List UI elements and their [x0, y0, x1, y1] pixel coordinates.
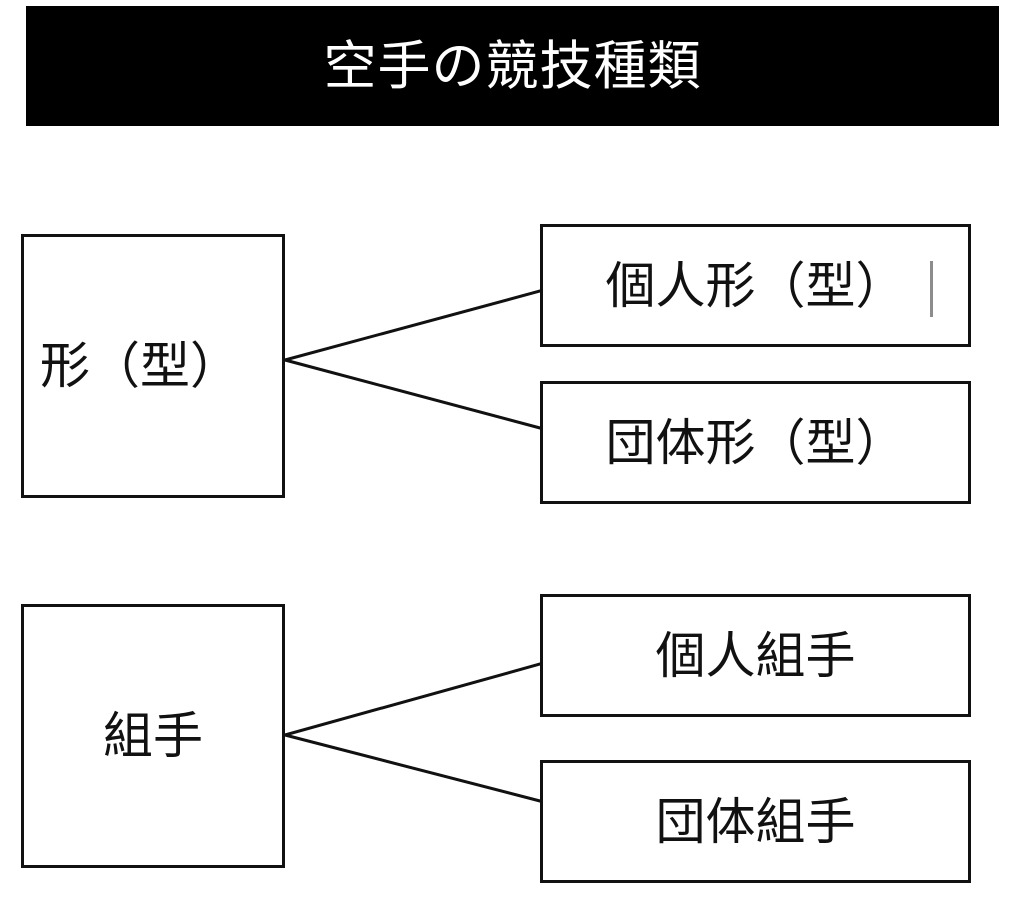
node-kumite[interactable]: 組手	[21, 604, 285, 868]
connector-kumite-to-dantai	[283, 733, 542, 803]
page-title: 空手の競技種類	[323, 35, 702, 97]
node-kumite-label: 組手	[103, 707, 203, 765]
node-kojin-kumite[interactable]: 個人組手	[540, 594, 971, 717]
node-kojin-kata-label: 個人形（型）	[605, 256, 906, 315]
node-dantai-kata[interactable]: 団体形（型）	[540, 381, 971, 504]
connector-kata-to-dantai	[283, 358, 542, 430]
title-banner: 空手の競技種類	[26, 6, 999, 126]
connector-kata-to-kojin	[283, 289, 542, 362]
node-kata-label: 形（型）	[40, 337, 240, 395]
node-kata[interactable]: 形（型）	[21, 234, 285, 498]
connector-kumite-to-kojin	[283, 662, 542, 737]
text-caret-icon	[930, 261, 933, 317]
node-kojin-kata[interactable]: 個人形（型）	[540, 224, 971, 347]
node-dantai-kumite-label: 団体組手	[655, 792, 856, 851]
node-kojin-kumite-label: 個人組手	[655, 626, 856, 685]
node-dantai-kata-label: 団体形（型）	[605, 413, 906, 472]
node-dantai-kumite[interactable]: 団体組手	[540, 760, 971, 883]
